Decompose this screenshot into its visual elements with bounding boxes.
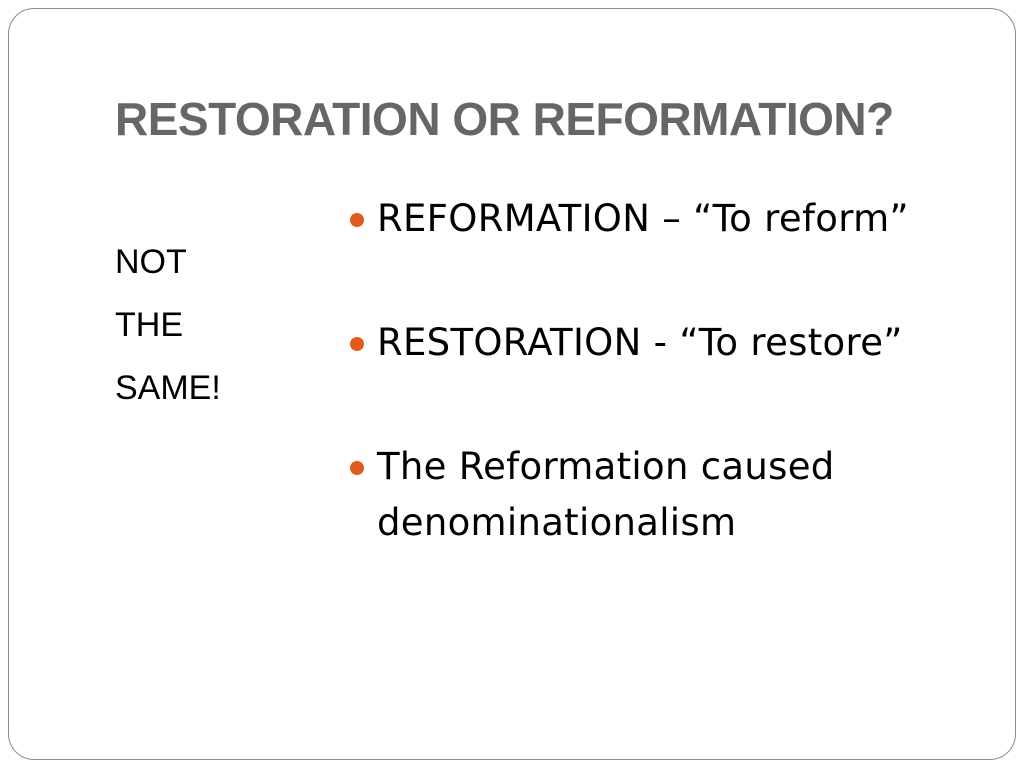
- bullet-item: REFORMATION – “To reform”: [347, 191, 947, 247]
- side-note-line: THE: [115, 306, 183, 344]
- slide: RESTORATION OR REFORMATION? NOT THE SAME…: [8, 8, 1016, 760]
- bullet-list: REFORMATION – “To reform” RESTORATION - …: [347, 191, 947, 619]
- bullet-dot-icon: [350, 461, 364, 475]
- bullet-item: The Reformation caused denominationalism: [347, 439, 947, 551]
- side-note-line: NOT: [115, 243, 187, 281]
- side-note: NOT THE SAME!: [115, 231, 295, 420]
- side-note-line: SAME!: [115, 369, 221, 407]
- bullet-item: RESTORATION - “To restore”: [347, 315, 947, 371]
- bullet-dot-icon: [350, 337, 364, 351]
- slide-title: RESTORATION OR REFORMATION?: [115, 93, 894, 145]
- bullet-text: RESTORATION - “To restore”: [377, 321, 903, 364]
- bullet-text: REFORMATION – “To reform”: [377, 197, 909, 240]
- bullet-text: The Reformation caused denominationalism: [377, 445, 835, 544]
- bullet-dot-icon: [350, 213, 364, 227]
